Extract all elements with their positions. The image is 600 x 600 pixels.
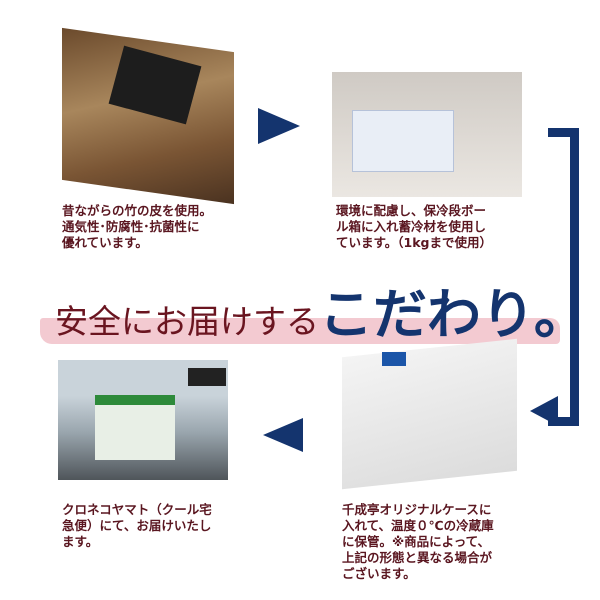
arrow-left-icon bbox=[263, 418, 303, 452]
headline: 安全にお届けするこだわり。 bbox=[55, 270, 588, 349]
step-delivery-text: クロネコヤマト（クール宅 急便）にて、お届けいたし ます。 bbox=[62, 502, 212, 549]
pink-brush-stroke bbox=[40, 318, 560, 344]
headline-part2: こだわり。 bbox=[319, 282, 588, 346]
arrow-right-icon bbox=[258, 108, 300, 144]
case-label-image bbox=[382, 352, 406, 366]
store-sign-image bbox=[188, 368, 226, 386]
ice-pack-image bbox=[352, 110, 454, 172]
headline-part1: 安全にお届けする bbox=[55, 302, 319, 341]
original-case-photo bbox=[342, 338, 517, 490]
step-storage-text: 千成亭オリジナルケースに 入れて、温度０℃の冷蔵庫 に保管。※商品によって、 上… bbox=[342, 502, 494, 581]
step-cool-box-text: 環境に配慮し、保冷段ボー ル箱に入れ蓄冷材を使用し ています。（1kgまで使用） bbox=[336, 203, 492, 250]
step-bamboo-text: 昔ながらの竹の皮を使用。 通気性･防腐性･抗菌性に 優れています。 bbox=[62, 203, 213, 250]
arrow-left-icon bbox=[530, 396, 558, 426]
flow-bracket bbox=[548, 128, 579, 426]
truck-cargo-image bbox=[95, 395, 175, 460]
